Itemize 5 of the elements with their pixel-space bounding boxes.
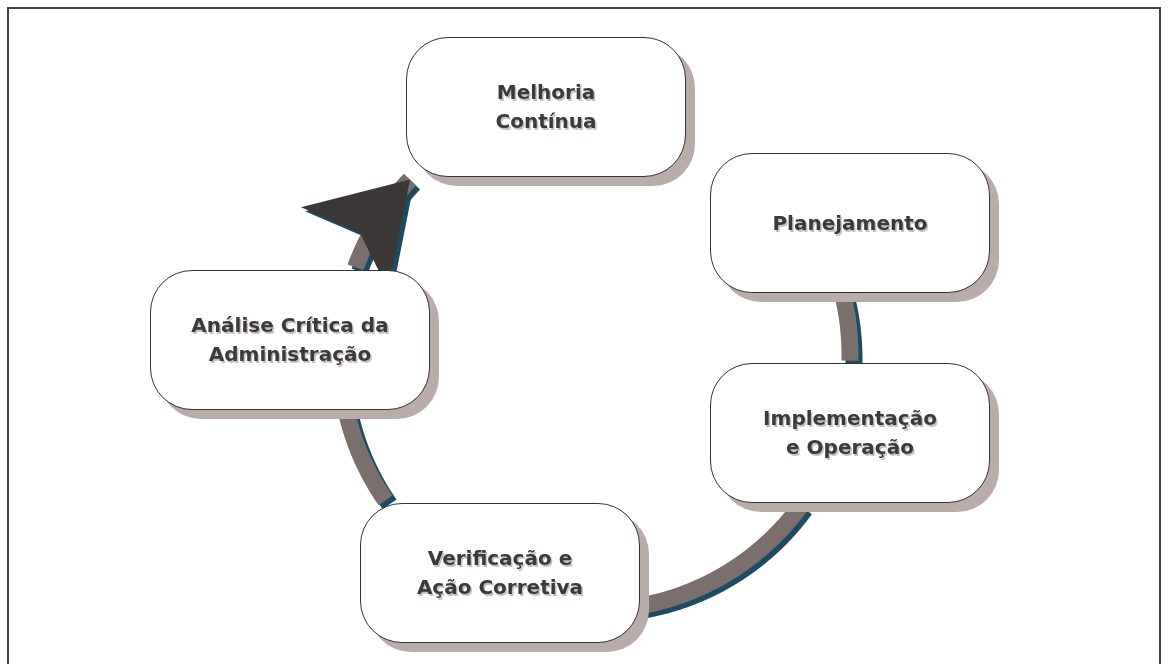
step-label: Melhoria Contínua bbox=[494, 79, 598, 135]
step-label: Implementação e Operação bbox=[762, 405, 938, 461]
step-label: Planejamento bbox=[771, 209, 929, 237]
step-label: Verificação e Ação Corretiva bbox=[415, 545, 585, 601]
step-label: Análise Crítica da Administração bbox=[190, 312, 390, 368]
